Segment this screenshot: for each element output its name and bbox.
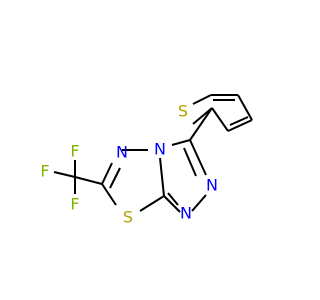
- bond-thiophene-c3-c4-inner: [229, 116, 249, 126]
- bond-thiophene-c4-c5: [237, 94, 253, 121]
- atom-label-f-top: F: [70, 142, 79, 161]
- bond-triazole-n4-c3: [171, 139, 191, 146]
- atom-label-s-thiophene: S: [178, 102, 188, 121]
- atom-label-n-triazole-3: N: [206, 176, 218, 195]
- bond-triazole-n3-n2: [191, 194, 207, 212]
- bond-thiophene-c2-c3: [211, 107, 229, 132]
- bond-triazole-n2-c8a: [163, 195, 181, 213]
- bond-thiophene-c6-s: [192, 94, 212, 105]
- bond-thiadiazole-n5-c6-inner: [109, 167, 121, 189]
- bond-c6-cf3: [74, 176, 103, 185]
- bonds: [53, 94, 253, 213]
- atom-label-f-bottom: F: [70, 195, 79, 214]
- bond-triazole-c3-n3: [189, 139, 207, 176]
- bond-thiadiazole-n5-c6: [101, 162, 113, 185]
- bond-thiophene-s-c2: [192, 107, 213, 125]
- bond-triazole-c8a-n4: [159, 157, 165, 197]
- bond-cf3-f-left: [53, 171, 76, 178]
- atom-label-f-left: F: [40, 162, 49, 181]
- bond-thiophene-c3-c4: [227, 119, 253, 132]
- atom-label-n-bridgehead: N: [154, 140, 166, 159]
- molecule-structure: S S N N N N F F F: [40, 94, 253, 227]
- bond-thiadiazole-s-c8a: [139, 195, 165, 212]
- atom-label-n-thiadiazole: N: [116, 143, 128, 162]
- bond-triazole-n2-c8a-inner: [167, 192, 179, 206]
- atom-label-n-triazole-2: N: [180, 204, 192, 223]
- atom-labels: S S N N N N F F F: [40, 102, 218, 227]
- bond-thiophene-to-triazole: [189, 107, 213, 141]
- bond-thiadiazole-c6-s: [101, 183, 117, 206]
- atom-label-s-thiadiazole: S: [123, 208, 133, 227]
- bond-triazole-c3-n3-inner: [183, 147, 197, 177]
